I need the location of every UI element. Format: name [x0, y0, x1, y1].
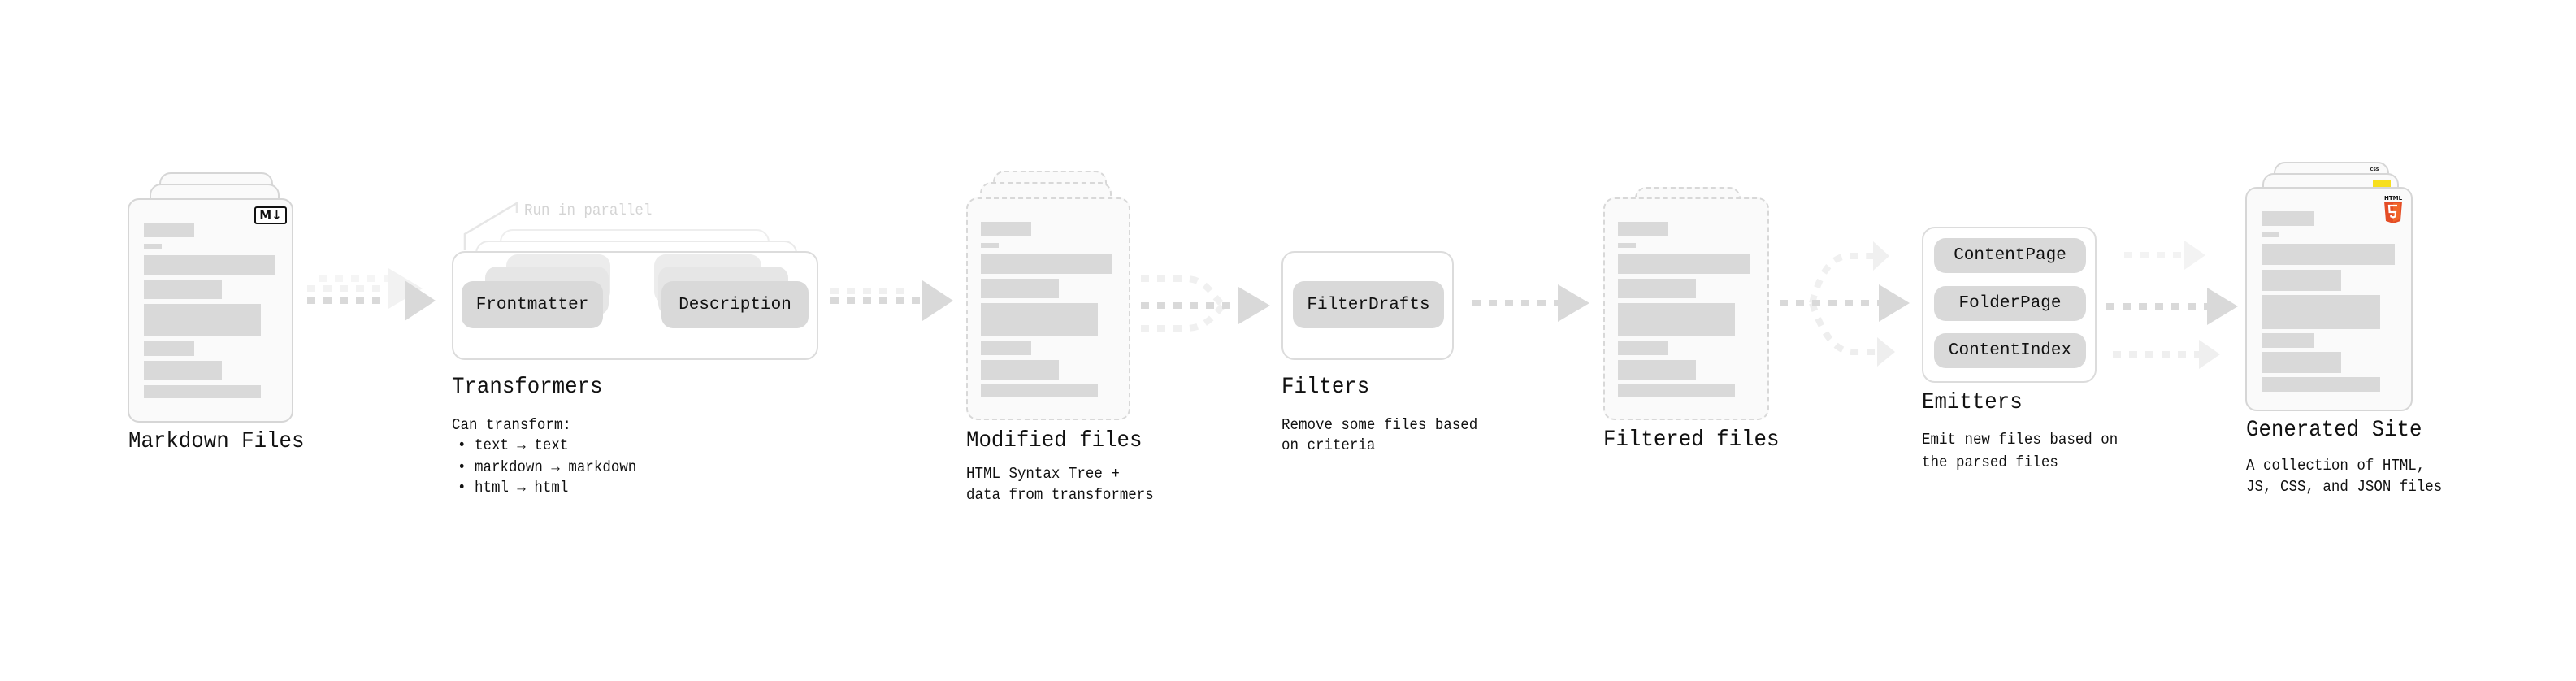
modified-files-desc: data from transformers — [966, 486, 1154, 504]
transformers-desc-intro: Can transform: — [452, 416, 571, 434]
arrows-emitters-to-generated — [2106, 241, 2238, 369]
plugin-frontmatter: Frontmatter — [462, 281, 603, 328]
modified-files-desc: HTML Syntax Tree + — [966, 465, 1120, 483]
markdown-doc: M↓ — [128, 198, 293, 423]
arrow-markdown-to-transformers — [307, 268, 436, 321]
transformers-title: Transformers — [452, 375, 603, 400]
transformers-bullet: • text → text — [458, 436, 569, 454]
html5-label: HTML — [2383, 195, 2403, 202]
arrow-filtered-to-emitters — [1780, 241, 1910, 367]
markdown-icon: M↓ — [254, 206, 287, 224]
arrow-filters-to-filtered — [1472, 284, 1589, 322]
plugin-description: Description — [661, 281, 809, 328]
parallel-connector — [463, 201, 518, 250]
generated-doc: HTML — [2245, 187, 2413, 411]
plugin-filterdrafts: FilterDrafts — [1293, 281, 1444, 328]
arrow-modified-to-filters — [1141, 275, 1270, 332]
emitters-title: Emitters — [1922, 390, 2023, 415]
filtered-doc — [1603, 197, 1769, 420]
generated-site-title: Generated Site — [2246, 418, 2422, 443]
modified-doc — [966, 197, 1130, 420]
filters-desc: on criteria — [1281, 436, 1376, 454]
modified-files-title: Modified files — [966, 428, 1143, 453]
html5-icon: HTML — [2383, 195, 2403, 224]
plugin-contentindex: ContentIndex — [1934, 333, 2086, 368]
arrow-transformers-to-modified — [830, 280, 953, 321]
generated-site-desc: A collection of HTML, — [2246, 457, 2426, 475]
emitters-desc: the parsed files — [1922, 453, 2058, 471]
bullet-text: markdown → markdown — [474, 458, 637, 476]
filters-title: Filters — [1281, 375, 1370, 400]
generated-site-desc: JS, CSS, and JSON files — [2246, 478, 2443, 496]
transformers-bullet: • markdown → markdown — [458, 458, 637, 476]
plugin-contentpage: ContentPage — [1934, 238, 2086, 273]
plugin-folderpage: FolderPage — [1934, 286, 2086, 321]
bullet-text: text → text — [474, 436, 569, 454]
emitters-desc: Emit new files based on — [1922, 431, 2118, 449]
filters-desc: Remove some files based — [1281, 416, 1478, 434]
bullet-text: html → html — [474, 479, 569, 497]
run-in-parallel-label: Run in parallel — [524, 202, 653, 219]
transformers-bullet: • html → html — [458, 479, 569, 497]
markdown-files-title: Markdown Files — [128, 429, 305, 454]
filtered-files-title: Filtered files — [1603, 427, 1780, 453]
